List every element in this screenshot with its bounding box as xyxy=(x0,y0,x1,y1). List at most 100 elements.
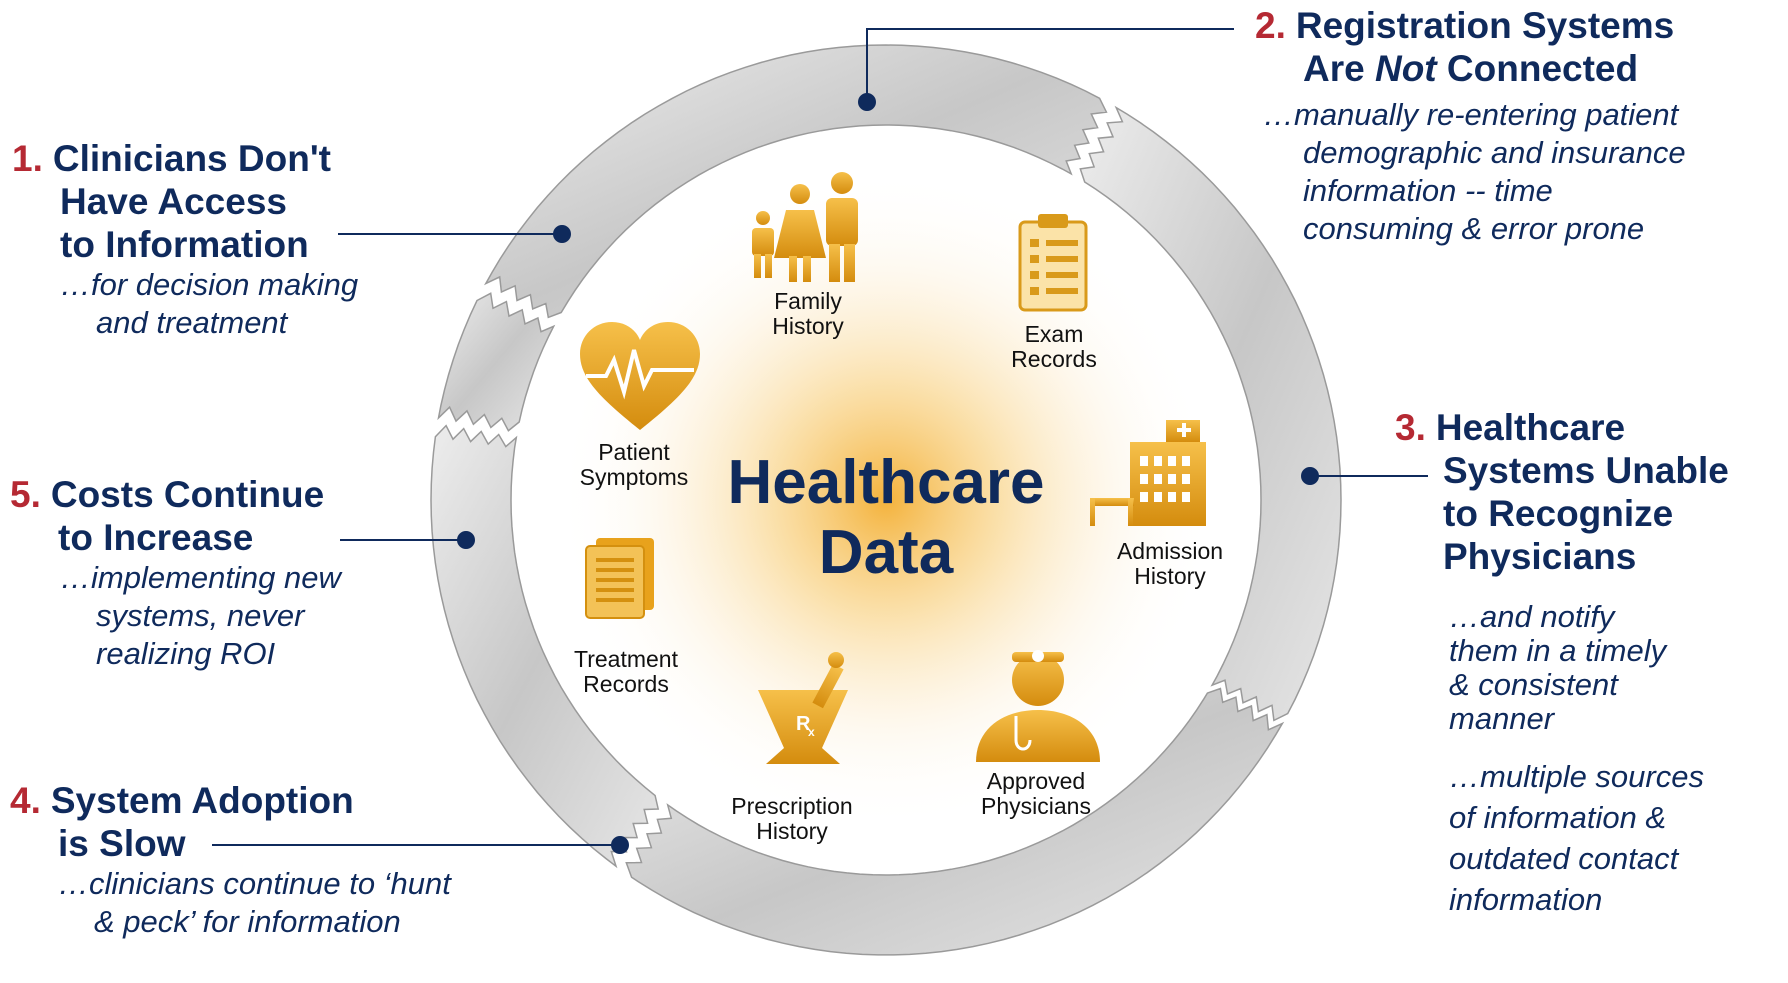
label-line: Symptoms xyxy=(579,464,689,490)
clipboard-icon xyxy=(1018,214,1088,312)
ring-segment-4 xyxy=(430,424,660,869)
heading-line: System Adoption xyxy=(50,780,354,821)
desc-line: systems, never xyxy=(96,598,305,633)
connector-dot-2 xyxy=(858,93,876,111)
connectors xyxy=(212,28,1428,854)
callout-5-number: 5. xyxy=(10,474,41,515)
callout-2-description: …manually re-entering patient demographi… xyxy=(1263,96,1718,248)
heading-line: to Information xyxy=(60,224,309,265)
center-title-line1: Healthcare xyxy=(727,448,1045,517)
desc-line: and treatment xyxy=(96,305,288,340)
label-family-history: Family History xyxy=(772,289,844,339)
label-line: Prescription xyxy=(731,793,853,819)
center-title-line2: Data xyxy=(818,518,954,587)
desc-line: of information & xyxy=(1449,800,1667,835)
label-line: Treatment xyxy=(574,646,678,672)
desc-line: demographic and insurance xyxy=(1303,135,1686,170)
callout-4: 4.System Adoption is Slow …clinicians co… xyxy=(10,779,451,941)
callout-4-number: 4. xyxy=(10,780,41,821)
label-line: Family xyxy=(774,288,842,314)
ring-segment-2 xyxy=(1079,105,1342,722)
label-prescription-history: Prescription History xyxy=(731,794,852,844)
connector-dot-5 xyxy=(457,531,475,549)
heading-line: Registration Systems xyxy=(1295,5,1675,46)
heart-pulse-icon xyxy=(580,322,700,430)
family-icon xyxy=(752,172,858,282)
heading-line: is Slow xyxy=(58,823,186,864)
callout-5-description: …implementing new systems, never realizi… xyxy=(60,559,341,673)
ring-segment-3 xyxy=(625,687,1285,956)
label-line: History xyxy=(772,313,844,339)
desc-line: & consistent xyxy=(1449,667,1618,702)
label-patient-symptoms: Patient Symptoms xyxy=(580,440,689,490)
heading-line: Are xyxy=(1303,48,1375,89)
doctor-icon xyxy=(976,650,1100,762)
documents-icon xyxy=(585,538,654,619)
label-approved-physicians: Approved Physicians xyxy=(981,769,1091,819)
heading-line: Costs Continue xyxy=(50,474,325,515)
desc-line: them in a timely xyxy=(1449,633,1667,668)
connector-dot-1 xyxy=(553,225,571,243)
callout-1-heading: 1.Clinicians Don't Have Access to Inform… xyxy=(12,137,358,266)
desc-line: consuming & error prone xyxy=(1303,211,1645,246)
desc-line: & peck’ for information xyxy=(94,904,401,939)
desc-line: manner xyxy=(1449,701,1555,736)
desc-line: realizing ROI xyxy=(96,636,276,671)
connector-dot-3 xyxy=(1301,467,1319,485)
ring-segment-1 xyxy=(483,44,1108,319)
not-emphasis: Not xyxy=(1374,48,1437,89)
ring-segment-5 xyxy=(437,292,556,432)
callout-1: 1.Clinicians Don't Have Access to Inform… xyxy=(12,137,358,342)
label-treatment-records: Treatment Records xyxy=(574,647,678,697)
desc-line: …for decision making xyxy=(60,267,359,302)
heading-line: Have Access xyxy=(60,181,287,222)
heading-line: Clinicians Don't xyxy=(52,138,331,179)
heading-line: Connected xyxy=(1436,48,1639,89)
callout-3-description: …and notify them in a timely & consisten… xyxy=(1449,600,1729,736)
desc-line: outdated contact xyxy=(1449,841,1679,876)
callout-2-heading: 2.Registration Systems Are Not Connected xyxy=(1255,4,1718,90)
callout-4-description: …clinicians continue to ‘hunt & peck’ fo… xyxy=(58,865,451,941)
svg-text:R: R xyxy=(796,713,811,735)
callout-4-heading: 4.System Adoption is Slow xyxy=(10,779,451,865)
ring xyxy=(430,44,1342,956)
callout-2: 2.Registration Systems Are Not Connected… xyxy=(1255,4,1718,248)
callout-1-number: 1. xyxy=(12,138,43,179)
mortar-pestle-icon: R x xyxy=(758,652,848,764)
desc-line: …manually re-entering patient xyxy=(1263,97,1679,132)
heading-line: to Increase xyxy=(58,517,254,558)
callout-3: 3.Healthcare Systems Unable to Recognize… xyxy=(1395,406,1729,920)
label-line: Patient xyxy=(598,439,670,465)
callout-3-heading: 3.Healthcare Systems Unable to Recognize… xyxy=(1395,406,1729,578)
desc-line: information -- time xyxy=(1303,173,1553,208)
callout-5: 5.Costs Continue to Increase …implementi… xyxy=(10,473,341,673)
heading-line: Physicians xyxy=(1443,536,1637,577)
label-line: Admission xyxy=(1116,538,1224,564)
svg-text:x: x xyxy=(808,725,815,739)
callout-3-description-2: …multiple sources of information & outda… xyxy=(1449,756,1729,920)
desc-line: …and notify xyxy=(1449,599,1615,634)
desc-line: …implementing new xyxy=(60,560,341,595)
label-line: Physicians xyxy=(981,793,1091,819)
label-line: Records xyxy=(583,671,669,697)
callout-5-heading: 5.Costs Continue to Increase xyxy=(10,473,341,559)
hospital-icon xyxy=(1090,420,1206,526)
desc-line: …clinicians continue to ‘hunt xyxy=(58,866,451,901)
label-exam-records: Exam Records xyxy=(1011,322,1097,372)
desc-line: information xyxy=(1449,882,1603,917)
callout-3-number: 3. xyxy=(1395,407,1426,448)
label-admission-history: Admission History xyxy=(1117,539,1223,589)
heading-line: Healthcare xyxy=(1435,407,1626,448)
label-line: Exam xyxy=(1024,321,1084,347)
label-line: History xyxy=(756,818,828,844)
heading-line: to Recognize xyxy=(1443,493,1674,534)
label-line: History xyxy=(1134,563,1206,589)
center-title: Healthcare Data xyxy=(727,448,1044,588)
callout-1-description: …for decision making and treatment xyxy=(60,266,358,342)
callout-2-number: 2. xyxy=(1255,5,1286,46)
label-line: Records xyxy=(1011,346,1097,372)
label-line: Approved xyxy=(986,768,1086,794)
connector-dot-4 xyxy=(611,836,629,854)
heading-line: Systems Unable xyxy=(1443,450,1729,491)
